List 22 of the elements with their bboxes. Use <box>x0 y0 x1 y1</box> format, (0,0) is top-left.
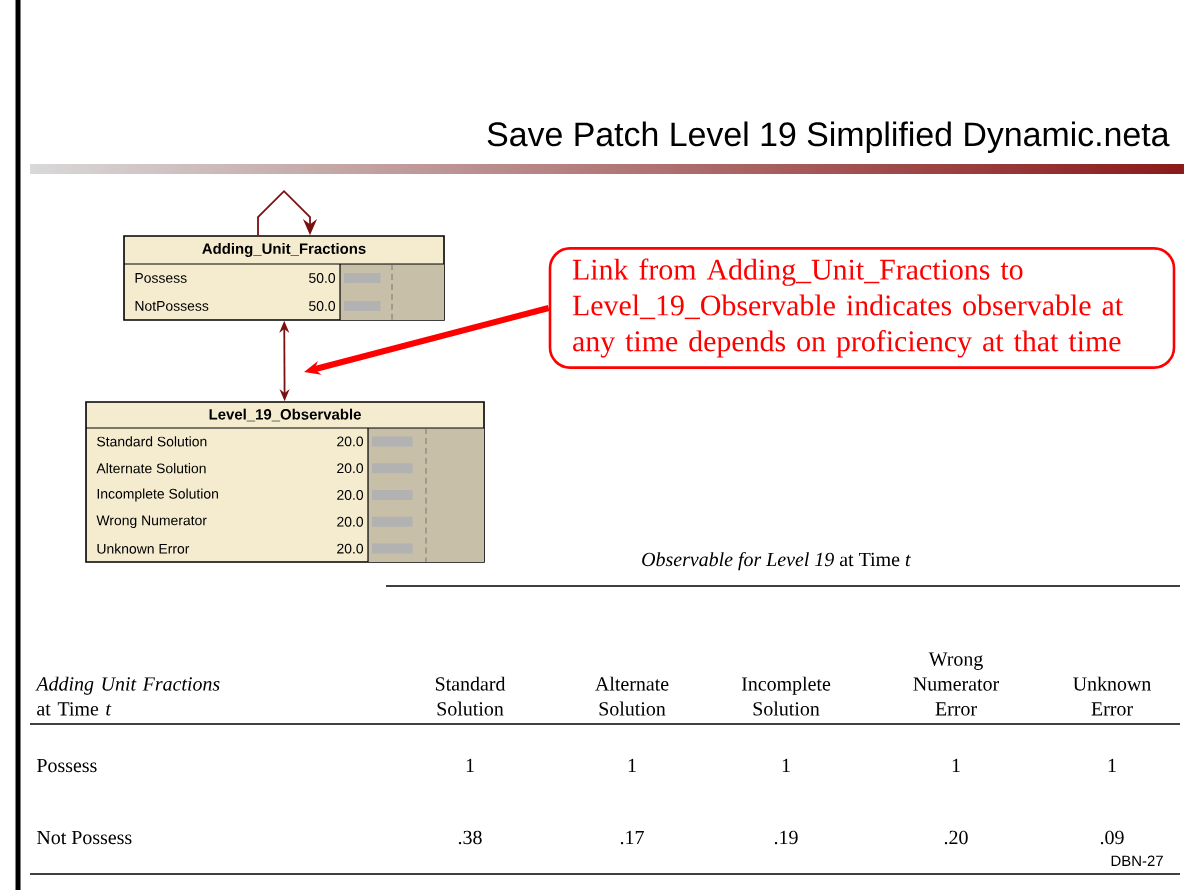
table-value: 1 <box>952 758 960 772</box>
table-caption: Observable for Level 19 at Time t <box>642 551 911 571</box>
table-value: 1 <box>628 758 636 772</box>
column-header: Incomplete Solution <box>741 676 831 716</box>
table-value: .38 <box>458 830 482 845</box>
slide-title: Save Patch Level 19 Simplified Dynamic.neta <box>487 121 1170 153</box>
row-header: Adding Unit Fractions at Time t <box>35 676 220 716</box>
table-value: 1 <box>782 758 790 772</box>
column-header: Standard Solution <box>435 676 506 716</box>
row-label: Possess <box>37 758 97 773</box>
column-header: Wrong Numerator Error <box>913 652 999 716</box>
row-label: Not Possess <box>37 830 132 845</box>
table-value: .19 <box>774 830 798 845</box>
loop-arrow <box>257 189 318 237</box>
table-value: .17 <box>620 830 644 845</box>
column-header: Unknown Error <box>1073 676 1151 716</box>
callout-box: Link from Adding_Unit_Fractions to Level_19_Observable indicates observable at any time depends on proficiency at that time <box>548 247 1176 369</box>
column-header: Alternate Solution <box>595 676 669 716</box>
table-value: .20 <box>944 830 968 845</box>
table-value: .09 <box>1100 830 1124 845</box>
table-value: 1 <box>1108 758 1116 772</box>
table-value: 1 <box>466 758 474 772</box>
